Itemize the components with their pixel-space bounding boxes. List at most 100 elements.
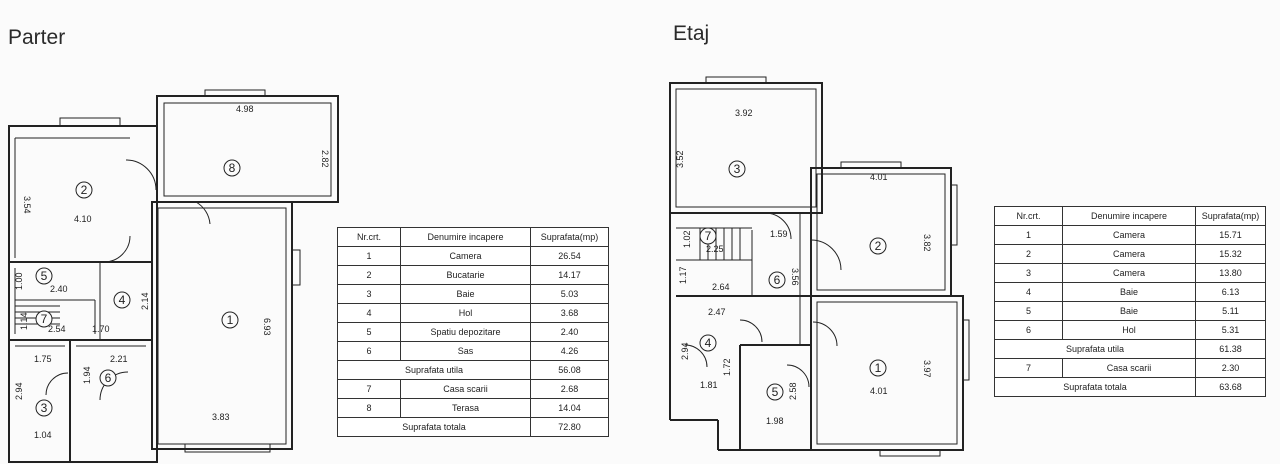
- upper-floor-title: Etaj: [673, 22, 710, 45]
- dimension-label: 1.70: [92, 324, 110, 334]
- dimension-label: 3.92: [735, 108, 753, 118]
- dimension-label: 2.94: [680, 342, 690, 360]
- dimension-label: 2.64: [712, 282, 730, 292]
- dimension-label: 3.82: [922, 234, 932, 252]
- room-marker: [223, 159, 241, 177]
- room-number: 3: [734, 162, 741, 176]
- dimension-label: 4.01: [870, 172, 888, 182]
- dimension-label: 1.14: [19, 312, 29, 330]
- room-number: 7: [41, 312, 48, 326]
- dimension-label: 1.02: [682, 230, 692, 248]
- room-marker: [766, 383, 784, 401]
- dimension-label: 1.72: [722, 358, 732, 376]
- room-marker: [699, 227, 717, 245]
- dimension-label: 2.82: [320, 150, 330, 168]
- upper-area-table: Nr.crt. Denumire incapere Suprafata(mp) …: [994, 206, 1266, 397]
- dimension-label: 1.59: [770, 229, 788, 239]
- room-number: 5: [41, 269, 48, 283]
- room1-upper-wall: [810, 295, 964, 451]
- dimension-label: 4.98: [236, 104, 254, 114]
- room-marker: [869, 237, 887, 255]
- col-header: Nr.crt.: [337, 227, 401, 247]
- ground-area-table: Nr.crt. Denumire incapere Suprafata(mp) …: [337, 227, 609, 437]
- dimension-label: 3.56: [790, 268, 800, 286]
- room-number: 1: [227, 313, 234, 327]
- dimension-label: 1.00: [14, 272, 24, 290]
- room-number: 5: [772, 385, 779, 399]
- room-marker: [113, 291, 131, 309]
- dimension-label: 6.93: [262, 318, 272, 336]
- room-marker: [75, 181, 93, 199]
- room-number: 2: [81, 183, 88, 197]
- dimension-label: 3.97: [922, 360, 932, 378]
- dimension-label: 2.58: [788, 382, 798, 400]
- room-marker: [35, 267, 53, 285]
- col-header: Suprafata(mp): [530, 227, 609, 247]
- room-number: 2: [875, 239, 882, 253]
- room-number: 1: [875, 361, 882, 375]
- room-marker: [728, 160, 746, 178]
- dimension-label: 2.25: [706, 244, 724, 254]
- dimension-label: 2.54: [48, 324, 66, 334]
- dimension-label: 3.54: [22, 196, 32, 214]
- room3-wall: [669, 82, 823, 214]
- dimension-label: 2.14: [140, 292, 150, 310]
- dimension-label: 1.94: [82, 366, 92, 384]
- dimension-label: 3.83: [212, 412, 230, 422]
- dimension-label: 4.10: [74, 214, 92, 224]
- room-marker: [99, 369, 117, 387]
- room-number: 3: [41, 401, 48, 415]
- dimension-label: 1.81: [700, 380, 718, 390]
- dimension-label: 1.75: [34, 354, 52, 364]
- dimension-label: 2.47: [708, 307, 726, 317]
- room-number: 4: [119, 293, 126, 307]
- col-header: Denumire incapere: [1062, 206, 1196, 226]
- dimension-label: 1.04: [34, 430, 52, 440]
- room-marker: [869, 359, 887, 377]
- room-number: 4: [705, 336, 712, 350]
- room-marker: [699, 334, 717, 352]
- room-marker: [35, 310, 53, 328]
- room-marker: [35, 399, 53, 417]
- ground-floor-title: Parter: [8, 26, 66, 49]
- dimension-label: 1.17: [678, 266, 688, 284]
- room-number: 7: [705, 229, 712, 243]
- dimension-label: 1.98: [766, 416, 784, 426]
- dimension-label: 4.01: [870, 386, 888, 396]
- dimension-label: 2.40: [50, 284, 68, 294]
- room1-wall: [151, 201, 293, 450]
- room2-wall: [810, 167, 952, 297]
- col-header: Suprafata(mp): [1195, 206, 1266, 226]
- ground-outer-wall-left: [8, 125, 158, 463]
- room-marker: [768, 271, 786, 289]
- col-header: Denumire incapere: [400, 227, 531, 247]
- room-number: 8: [229, 161, 236, 175]
- room-marker: [221, 311, 239, 329]
- dimension-label: 3.52: [675, 150, 685, 168]
- dimension-label: 2.21: [110, 354, 128, 364]
- dimension-label: 2.94: [14, 382, 24, 400]
- room-number: 6: [774, 273, 781, 287]
- col-header: Nr.crt.: [994, 206, 1063, 226]
- room-number: 6: [105, 371, 112, 385]
